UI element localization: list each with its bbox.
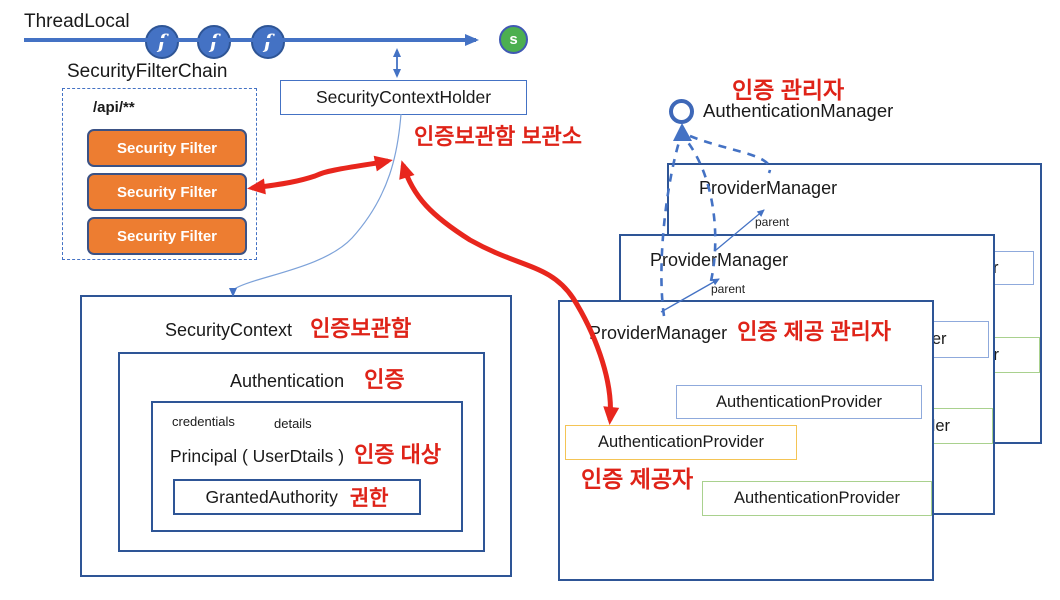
- authentication-box: Authentication 인증 credentials details Pr…: [118, 352, 485, 552]
- provider-manager-back-label: ProviderManager: [699, 178, 838, 198]
- auth-provider-front-1: AuthenticationProvider: [676, 385, 922, 419]
- security-context-holder-label: SecurityContextHolder: [315, 87, 492, 107]
- security-filter-label: Security Filter: [116, 139, 218, 157]
- provider-manager-front-box: ProviderManager 인증 제공 관리자 Authentication…: [558, 300, 934, 581]
- security-context-box: SecurityContext 인증보관함 Authentication 인증 …: [80, 295, 512, 577]
- security-filter-label: Security Filter: [116, 227, 218, 245]
- security-context-label: SecurityContext: [165, 320, 293, 340]
- security-filter-box: Security Filter: [87, 129, 247, 167]
- servlet-node-icon: s: [499, 25, 528, 54]
- manager-arrowhead-icon: [673, 123, 692, 141]
- filter-node-icon: f: [197, 25, 231, 59]
- provider-manager-front-annotation: 인증 제공 관리자: [737, 319, 891, 344]
- principal-annotation: 인증 대상: [354, 442, 442, 467]
- security-filter-chain-label: SecurityFilterChain: [67, 61, 228, 82]
- details-label: details: [274, 416, 312, 431]
- provider-manager-middle-label: ProviderManager: [650, 250, 789, 270]
- granted-authority-label: GrantedAuthority: [205, 486, 338, 507]
- credentials-label: credentials: [172, 414, 235, 429]
- holder-to-context-arrow: [228, 113, 402, 297]
- security-context-holder-box: SecurityContextHolder: [280, 80, 527, 115]
- provider-manager-front-label: ProviderManager: [589, 323, 728, 343]
- granted-authority-annotation: 권한: [349, 487, 389, 510]
- granted-authority-box: GrantedAuthority 권한: [173, 479, 421, 515]
- filter-node-letter: f: [209, 31, 219, 53]
- servlet-node-letter: s: [509, 31, 518, 48]
- parent-label-upper: parent: [755, 215, 790, 229]
- context-holder-annotation: 인증보관함 보관소: [414, 124, 583, 149]
- parent-label-lower: parent: [711, 282, 746, 296]
- authentication-annotation: 인증: [364, 367, 405, 392]
- url-pattern-label: /api/**: [93, 99, 135, 116]
- auth-provider-annotation: 인증 제공자: [581, 466, 694, 492]
- filter-node-icon: f: [251, 25, 285, 59]
- security-filter-label: Security Filter: [116, 183, 218, 201]
- principal-box: credentials details Principal ( UserDtai…: [151, 401, 463, 532]
- filter-node-letter: f: [263, 31, 273, 53]
- authentication-manager-icon: [669, 99, 694, 124]
- authentication-label: Authentication: [230, 371, 345, 391]
- security-filter-box: Security Filter: [87, 173, 247, 211]
- red-arrow-filter-context: [247, 155, 393, 195]
- security-context-annotation: 인증보관함: [310, 316, 412, 341]
- auth-provider-front-2: AuthenticationProvider: [565, 425, 797, 460]
- authentication-manager-annotation: 인증 관리자: [732, 77, 845, 103]
- security-filter-box: Security Filter: [87, 217, 247, 255]
- principal-label: Principal ( UserDtails ): [170, 446, 345, 466]
- filter-node-icon: f: [145, 25, 179, 59]
- filter-node-letter: f: [157, 31, 167, 53]
- thread-local-label: ThreadLocal: [24, 11, 130, 32]
- authentication-manager-label: AuthenticationManager: [703, 100, 894, 121]
- auth-provider-front-3: AuthenticationProvider: [702, 481, 932, 516]
